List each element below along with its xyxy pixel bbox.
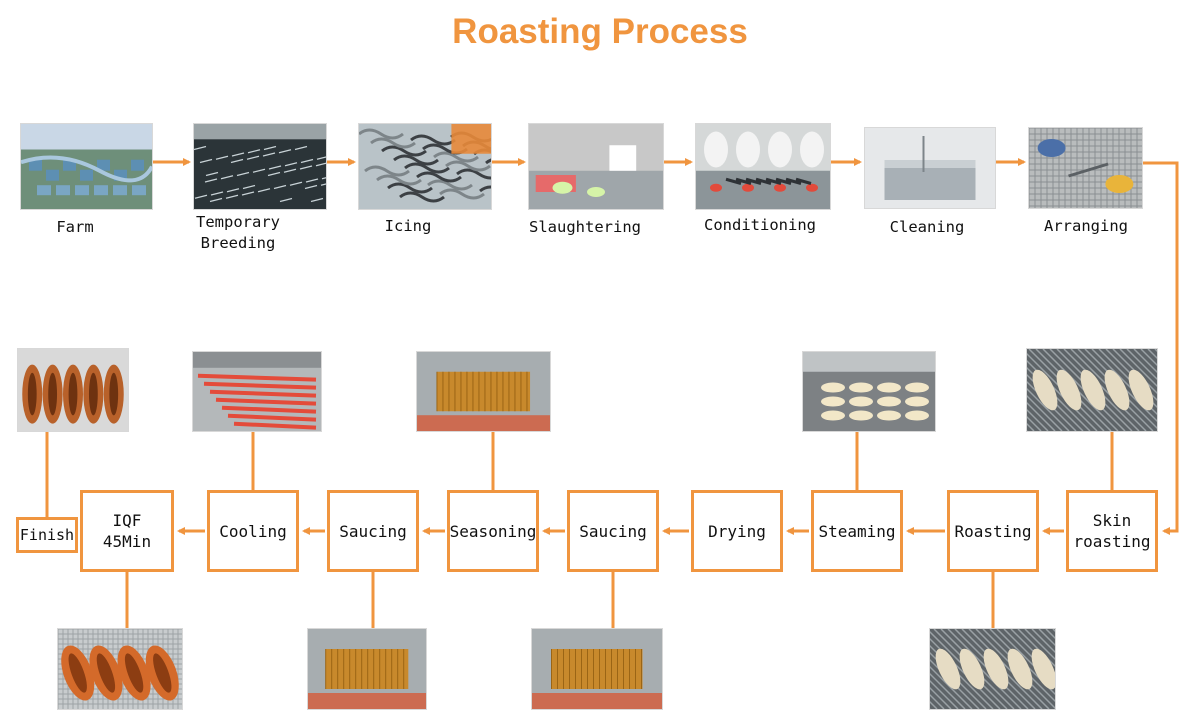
step-box-finish: Finish [16,517,78,553]
iqf-freezer-belt-photo [57,628,183,710]
skin-roasting-grill-photo [1026,348,1158,432]
arranging-on-belt-photo [1028,127,1143,209]
fish-farm-aerial-photo [20,123,153,210]
step-box-drying: Drying [691,490,783,572]
step-box-saucing-2: Saucing [327,490,419,572]
step-box-steaming: Steaming [811,490,903,572]
step-label-farm: Farm [56,218,94,236]
arrow-right-elbow [1143,161,1179,535]
diagram-title: Roasting Process [452,12,748,51]
slaughtering-line-photo [528,123,664,210]
step-box-saucing-1: Saucing [567,490,659,572]
step-label-cleaning: Cleaning [889,218,965,236]
step-label-temporary-breeding: Temporary Breeding [196,213,280,252]
eels-on-ice-photo [358,123,492,210]
workers-conditioning-photo [695,123,831,210]
step-label-arranging: Arranging [1044,217,1128,235]
cleaning-tank-photo [864,127,996,209]
saucing-roller-photo-2 [307,628,427,710]
step-box-iqf-45min: IQF 45Min [80,490,174,572]
step-label-conditioning: Conditioning [704,216,816,234]
roasting-grill-photo [929,628,1056,710]
seasoning-roller-photo [416,351,551,432]
cooling-conveyor-photo [192,351,322,432]
saucing-roller-photo [531,628,663,710]
step-label-icing: Icing [384,217,432,235]
step-box-cooling: Cooling [207,490,299,572]
step-box-skin-roasting: Skin roasting [1066,490,1158,572]
steaming-conveyor-photo [802,351,936,432]
finished-roasted-eel-photo [17,348,129,432]
step-label-slaughtering: Slaughtering [529,218,641,236]
step-box-seasoning: Seasoning [447,490,539,572]
step-box-roasting: Roasting [947,490,1039,572]
eels-in-pond-photo [193,123,327,210]
